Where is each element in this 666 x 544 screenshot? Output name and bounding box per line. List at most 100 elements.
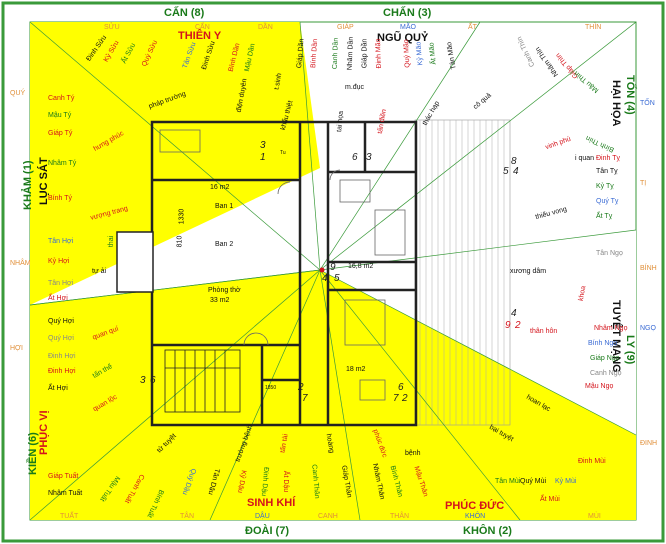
- room-ban-1: Ban 1: [215, 203, 234, 210]
- zone-phuc-duc: PHÚC ĐỨC: [445, 500, 505, 512]
- inner-label: Mậu Ngọ: [585, 383, 614, 390]
- inner-label: Canh Tý: [48, 95, 75, 102]
- zone-white-right: [330, 230, 636, 435]
- inner-label: Ất Mùi: [540, 496, 560, 503]
- mark-6b: 6: [150, 375, 156, 386]
- mountain-tan: TÂN: [180, 513, 194, 520]
- mark-6: 6: [352, 152, 358, 163]
- inner-label: Đinh Tỵ: [596, 155, 620, 162]
- zone-sinh-khi: SINH KHÍ: [247, 497, 296, 509]
- inner-label: Canh Ngọ: [590, 370, 622, 377]
- star-xuong-dam: xương dâm: [510, 268, 547, 275]
- inner-label: Kỷ Tỵ: [596, 183, 614, 190]
- mark-2b: 2: [402, 393, 408, 404]
- zone-yellow-lower-right: [320, 270, 636, 520]
- inner-label: Giáp Dần: [361, 38, 369, 69]
- direction-ton: TỐN (4): [624, 75, 636, 115]
- room-phong-tho: Phòng thờ: [208, 287, 241, 294]
- mark-7b: 7: [393, 393, 399, 404]
- sector-lines: [29, 21, 637, 521]
- inner-label: Quý Tỵ: [596, 198, 619, 205]
- dim-1850: 1850: [265, 385, 277, 391]
- mark-3: 3: [260, 140, 266, 151]
- room-area-3: 18 m2: [346, 366, 366, 373]
- mark-7: 7: [302, 393, 308, 404]
- mark-5b: 5: [334, 273, 340, 284]
- inner-label: Đinh Mão: [374, 38, 384, 69]
- mountain-thin: THÌN: [585, 24, 602, 31]
- inner-label: Bính Ngọ: [588, 340, 618, 347]
- inner-label: Ất Tỵ: [596, 213, 613, 220]
- inner-label: Tân Hợi: [48, 238, 74, 245]
- direction-kham: KHẢM (1): [22, 160, 34, 211]
- mountain-canh: CANH: [318, 513, 338, 520]
- zone-thien-y: THIÊN Y: [178, 30, 222, 42]
- dim-1330: 1330: [178, 208, 186, 225]
- staircase: [164, 349, 241, 413]
- mark-4b: 4: [322, 273, 328, 284]
- inner-label: Đinh Hợi: [48, 353, 76, 360]
- mark-4c: 4: [511, 308, 517, 319]
- inner-label: Kỷ Mùi: [555, 478, 577, 485]
- mountain-dan: DẦN: [258, 24, 273, 31]
- inner-label: Ất Hợi: [48, 295, 68, 302]
- mark-9: 9: [330, 262, 336, 273]
- mountain-at: ẤT: [468, 24, 477, 31]
- mark-4: 4: [513, 166, 519, 177]
- mountain-ngo: NGỌ: [640, 325, 656, 332]
- inner-label: Bính Tý: [48, 195, 72, 202]
- direction-khon: KHÔN (2): [463, 525, 512, 537]
- room-area-2: 16,8 m2: [348, 263, 374, 270]
- star-m-duc: m.đục: [345, 84, 365, 91]
- inner-label: Giáp Tý: [48, 130, 73, 137]
- inner-label: Tân Tỵ: [596, 168, 618, 175]
- inner-label: Mậu Tý: [48, 112, 72, 119]
- mountain-binh: BÍNH: [640, 265, 657, 272]
- inner-label: Quý Hợi: [48, 335, 74, 342]
- mark-2: 2: [298, 382, 304, 393]
- inner-label: Giáp Tuất: [48, 473, 79, 480]
- star-thai: thai: [108, 235, 116, 248]
- direction-ly: LY (9): [624, 335, 636, 365]
- mountain-giap: GIÁP: [337, 24, 354, 31]
- inner-label: Quý Mùi: [520, 478, 547, 485]
- mountain-hoi: HỢI: [10, 345, 24, 352]
- direction-can: CẤN (8): [164, 7, 205, 19]
- zone-yellow-upper-left: [30, 22, 320, 305]
- room-tu: Tu: [280, 150, 286, 156]
- zone-hai-hoa: HẠI HỌA: [610, 80, 622, 127]
- inner-label: Đinh Hợi: [48, 368, 76, 375]
- inner-label: Tân Hợi: [48, 280, 74, 287]
- mark-2c: 2: [515, 320, 521, 331]
- zone-phuc-vi: PHỤC VỊ: [38, 410, 50, 455]
- room-ban-2: Ban 2: [215, 241, 234, 248]
- mountain-than: THÂN: [390, 513, 410, 520]
- inner-label: Tân Mùi: [495, 478, 521, 485]
- mark-1: 1: [260, 152, 266, 163]
- balcony-left: [116, 231, 154, 293]
- inner-label: Canh Dần: [331, 37, 340, 70]
- dim-810: 810: [176, 235, 184, 248]
- star-than-hon: thân hôn: [530, 328, 558, 335]
- mountain-ton: TỐN: [640, 100, 655, 107]
- mountain-quy: QUÝ: [10, 90, 26, 97]
- inner-label: Quý Hợi: [48, 318, 74, 325]
- mark-9b: 9: [505, 320, 511, 331]
- mark-3c: 3: [140, 375, 146, 386]
- fixtures: [159, 129, 406, 401]
- mountain-can: CẤN: [195, 24, 210, 31]
- mountain-dau: DẬU: [255, 513, 270, 520]
- star-tu-ai: tự ải: [92, 268, 107, 275]
- mountain-khon: KHÔN: [465, 513, 486, 520]
- mountain-suu: SỬU: [104, 24, 120, 31]
- mountain-ty: TỊ: [640, 180, 647, 187]
- inner-label: Đinh Mùi: [578, 458, 606, 465]
- star-benh: bệnh: [405, 450, 421, 457]
- inner-label: Nhâm Dần: [346, 36, 355, 71]
- inner-label: Giáp Ngọ: [590, 355, 620, 362]
- mountain-mao: MÃO: [400, 24, 416, 31]
- zone-ngu-quy: NGŨ QUỶ: [377, 32, 429, 44]
- inner-label: Ất Dậu: [282, 470, 290, 493]
- mountain-tuat: TUẤT: [60, 513, 79, 520]
